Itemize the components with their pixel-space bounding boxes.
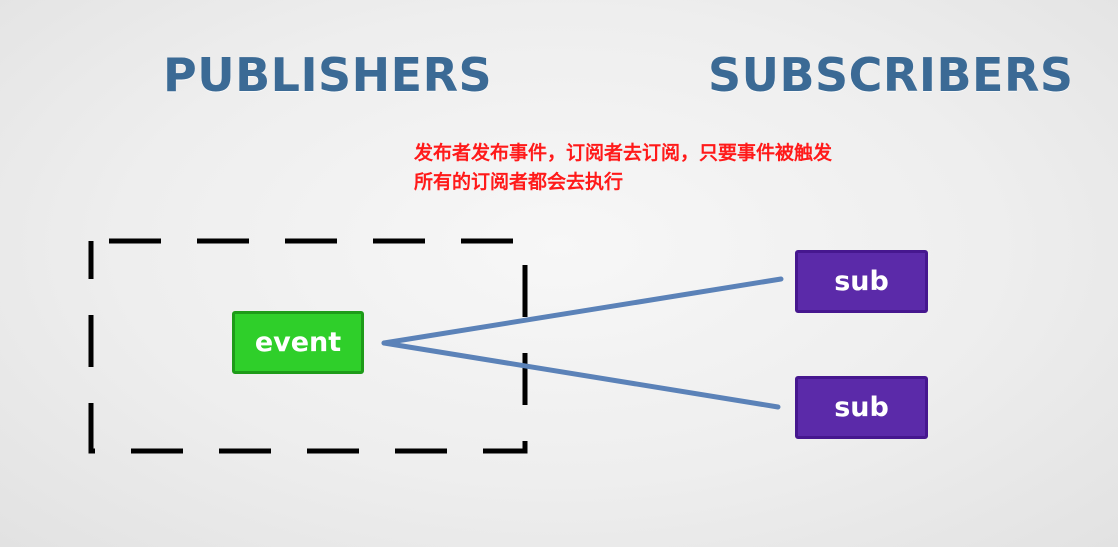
connector-line-bottom	[381, 340, 781, 410]
publishers-heading: PUBLISHERS	[163, 48, 493, 102]
publisher-dashed-region	[88, 238, 528, 454]
connector-line-top	[381, 276, 784, 346]
annotation-note: 发布者发布事件，订阅者去订阅，只要事件被触发 所有的订阅者都会去执行	[414, 139, 832, 197]
annotation-line-2: 所有的订阅者都会去执行	[414, 171, 624, 193]
subscriber-node-2[interactable]: sub	[795, 376, 928, 439]
subscriber-node-1[interactable]: sub	[795, 250, 928, 313]
event-label: event	[254, 327, 342, 358]
event-node[interactable]: event	[232, 311, 364, 374]
subscriber-label-2: sub	[834, 392, 889, 423]
subscribers-heading: SUBSCRIBERS	[708, 48, 1074, 102]
subscriber-label-1: sub	[834, 266, 889, 297]
annotation-line-1: 发布者发布事件，订阅者去订阅，只要事件被触发	[414, 142, 833, 164]
